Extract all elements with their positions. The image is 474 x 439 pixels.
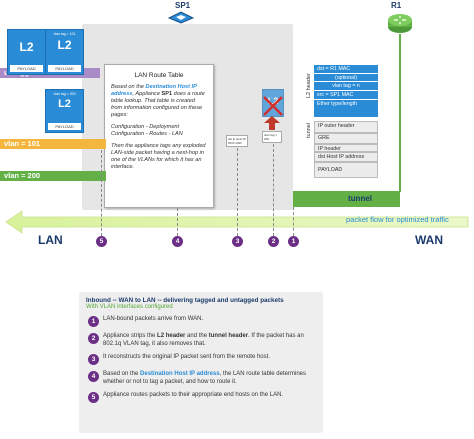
legend-title: Inbound -- WAN to LAN -- delivering tagg… bbox=[86, 297, 284, 304]
vlan-200-bar: vlan = 200 bbox=[0, 171, 100, 181]
hdr-dst-host: dst Host IP address bbox=[314, 152, 378, 162]
hdr-dst: dst = R1 MAC bbox=[314, 64, 378, 73]
legend-step-1: 1 LAN-bound packets arrive from WAN. bbox=[86, 316, 316, 327]
legend-subtitle: With VLAN interfaces configured bbox=[86, 304, 173, 310]
sp1-label: SP1 bbox=[175, 1, 191, 10]
step-3-line bbox=[237, 148, 238, 236]
legend-step-3: 3 It reconstructs the original IP packet… bbox=[86, 354, 316, 366]
small-packet-card: dst ip Host IP PAYLOAD bbox=[226, 135, 248, 147]
hdr-gre: GRE bbox=[314, 133, 378, 144]
router-icon bbox=[388, 14, 412, 33]
wan-label: WAN bbox=[415, 233, 443, 247]
tunnel-label: tunnel bbox=[348, 194, 372, 203]
step-marker-2: 2 bbox=[268, 236, 279, 247]
packet-vlan-200: vlan tag = 200 L2 PAYLOAD bbox=[45, 89, 84, 133]
step-5-line bbox=[101, 150, 102, 236]
hdr-ether: Ether type/length bbox=[314, 99, 378, 117]
route-table-text-1: Based on the Destination Host IP address… bbox=[111, 84, 205, 118]
stripped-packet-card: vlan tag = 200 bbox=[262, 131, 282, 143]
legend-step-4: 4 Based on the Destination Host IP addre… bbox=[86, 371, 316, 386]
flow-label: packet flow for optimized traffic bbox=[346, 215, 449, 224]
step-1-line bbox=[293, 207, 294, 236]
hdr-ip-outer: IP outer header bbox=[314, 121, 378, 133]
hdr-dst-optional: (optional) bbox=[314, 73, 378, 81]
step-marker-4: 4 bbox=[172, 236, 183, 247]
packet-untagged: L2 PAYLOAD bbox=[7, 29, 46, 75]
up-arrow-icon bbox=[264, 116, 280, 130]
hdr-src: src = SP1 MAC bbox=[314, 90, 378, 99]
step-2-line bbox=[273, 144, 274, 236]
route-table-title: LAN Route Table bbox=[134, 72, 184, 79]
lan-label: LAN bbox=[38, 233, 63, 247]
tunnel-side-label: tunnel bbox=[306, 123, 312, 138]
r1-label: R1 bbox=[391, 1, 402, 10]
hdr-payload: PAYLOAD bbox=[314, 162, 378, 178]
route-table-text-2: Configuration - Deployment bbox=[111, 124, 180, 130]
hdr-vlan: vlan tag = n bbox=[314, 81, 378, 90]
header-tower: dst = R1 MAC (optional) vlan tag = n src… bbox=[314, 64, 378, 184]
route-table-text-4: Then the appliance tags any exploded LAN… bbox=[111, 143, 206, 170]
lan-route-table-card: LAN Route Table Based on the Destination… bbox=[104, 64, 214, 208]
step-marker-5: 5 bbox=[96, 236, 107, 247]
step-4-line bbox=[177, 208, 178, 236]
strip-x-icon bbox=[263, 96, 283, 116]
vlan-200-bar-tail bbox=[100, 171, 106, 181]
step-marker-3: 3 bbox=[232, 236, 243, 247]
legend-step-5: 5 Appliance routes packets to their appr… bbox=[86, 392, 316, 404]
vlan-101-bar: vlan = 101 bbox=[0, 139, 100, 149]
legend-box: Inbound -- WAN to LAN -- delivering tagg… bbox=[79, 292, 323, 433]
route-table-text-3: Configuration - Routes - LAN bbox=[111, 131, 183, 137]
r1-link-line bbox=[399, 34, 401, 192]
l2-header-side-label: L2 header bbox=[306, 73, 312, 98]
step-marker-1: 1 bbox=[288, 236, 299, 247]
tunnel-bar bbox=[293, 191, 400, 207]
sp1-appliance-icon bbox=[167, 11, 195, 24]
packet-vlan-101: vlan tag = 101 L2 PAYLOAD bbox=[45, 29, 84, 75]
legend-step-2: 2 Appliance strips the L2 header and the… bbox=[86, 333, 316, 348]
hdr-ip-header: IP header bbox=[314, 144, 378, 152]
vlan-101-bar-tail bbox=[100, 139, 106, 149]
